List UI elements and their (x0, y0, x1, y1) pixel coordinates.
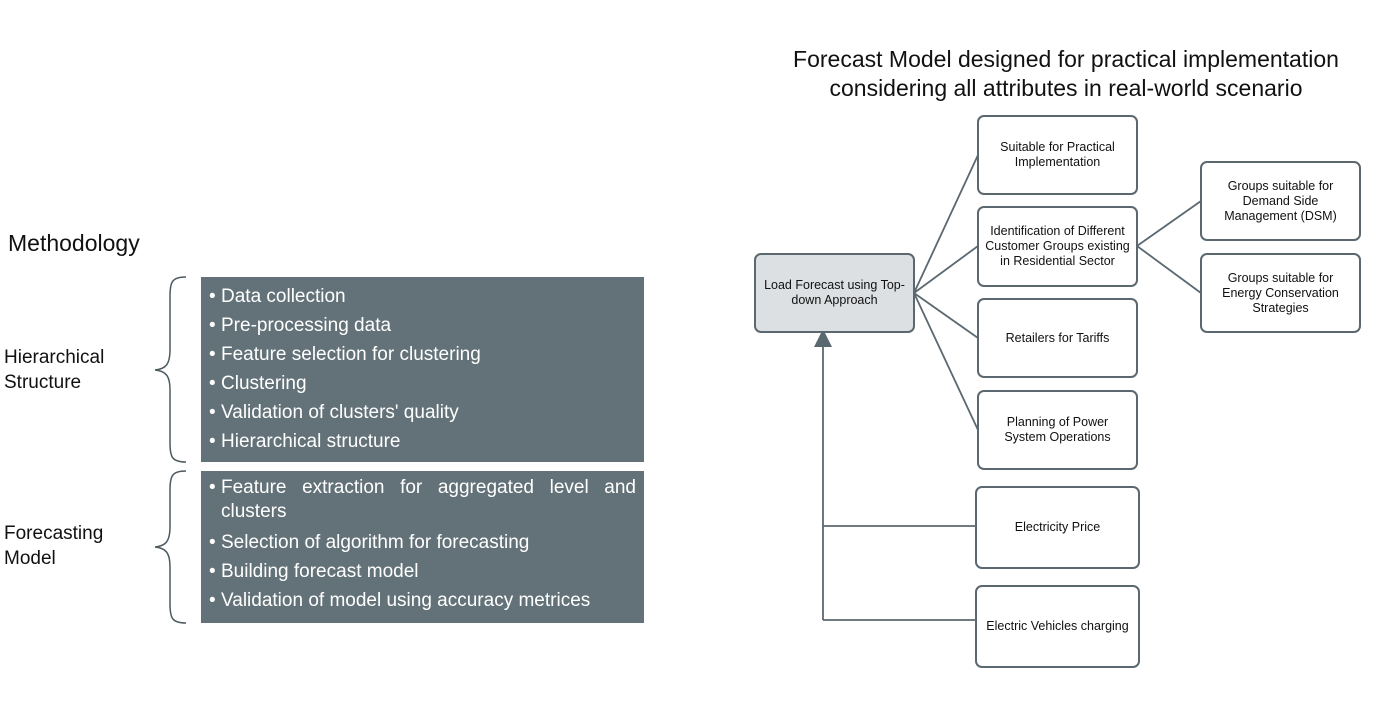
bullet-item: Clustering (209, 369, 636, 398)
node-ev-charging: Electric Vehicles charging (975, 585, 1140, 668)
bullet-item: Hierarchical structure (209, 427, 636, 456)
forecasting-model-label: Forecasting Model (4, 523, 104, 569)
hierarchical-structure-panel: Data collection Pre-processing data Feat… (201, 277, 644, 462)
node-electricity-price: Electricity Price (975, 486, 1140, 569)
brace-group (154, 276, 187, 624)
connector-identification-dsm (1136, 200, 1202, 247)
bullet-item: Feature selection for clustering (209, 340, 636, 369)
bullet-item: Validation of model using accuracy metri… (209, 586, 636, 615)
bullet-item: Building forecast model (209, 557, 636, 586)
bullet-item: Feature extraction for aggregated level … (209, 476, 636, 524)
node-retailers-tariffs: Retailers for Tariffs (977, 298, 1138, 378)
connector-root-retailers (913, 292, 979, 339)
brace-hierarchical (154, 276, 187, 463)
forecasting-model-panel: Feature extraction for aggregated level … (201, 471, 644, 623)
connector-identification-conservation (1136, 245, 1202, 294)
node-groups-conservation: Groups suitable for Energy Conservation … (1200, 253, 1361, 333)
forecast-model-title: Forecast Model designed for practical im… (793, 46, 1339, 101)
node-suitable-practical: Suitable for Practical Implementation (977, 115, 1138, 195)
brace-forecasting (154, 470, 187, 624)
methodology-title: Methodology (8, 230, 140, 256)
node-identification-groups: Identification of Different Customer Gro… (977, 206, 1138, 287)
connector-root-planning (913, 292, 979, 431)
connector-root-identification (913, 245, 979, 294)
root-node-load-forecast: Load Forecast using Top-down Approach (754, 253, 915, 333)
bullet-item: Validation of clusters' quality (209, 398, 636, 427)
node-groups-dsm: Groups suitable for Demand Side Manageme… (1200, 161, 1361, 241)
hierarchical-structure-label: Hierarchical Structure (4, 347, 105, 393)
bullet-item: Selection of algorithm for forecasting (209, 528, 636, 557)
node-planning-power: Planning of Power System Operations (977, 390, 1138, 470)
connector-root-practical (913, 154, 979, 294)
bullet-item: Pre-processing data (209, 311, 636, 340)
bullet-item: Data collection (209, 282, 636, 311)
